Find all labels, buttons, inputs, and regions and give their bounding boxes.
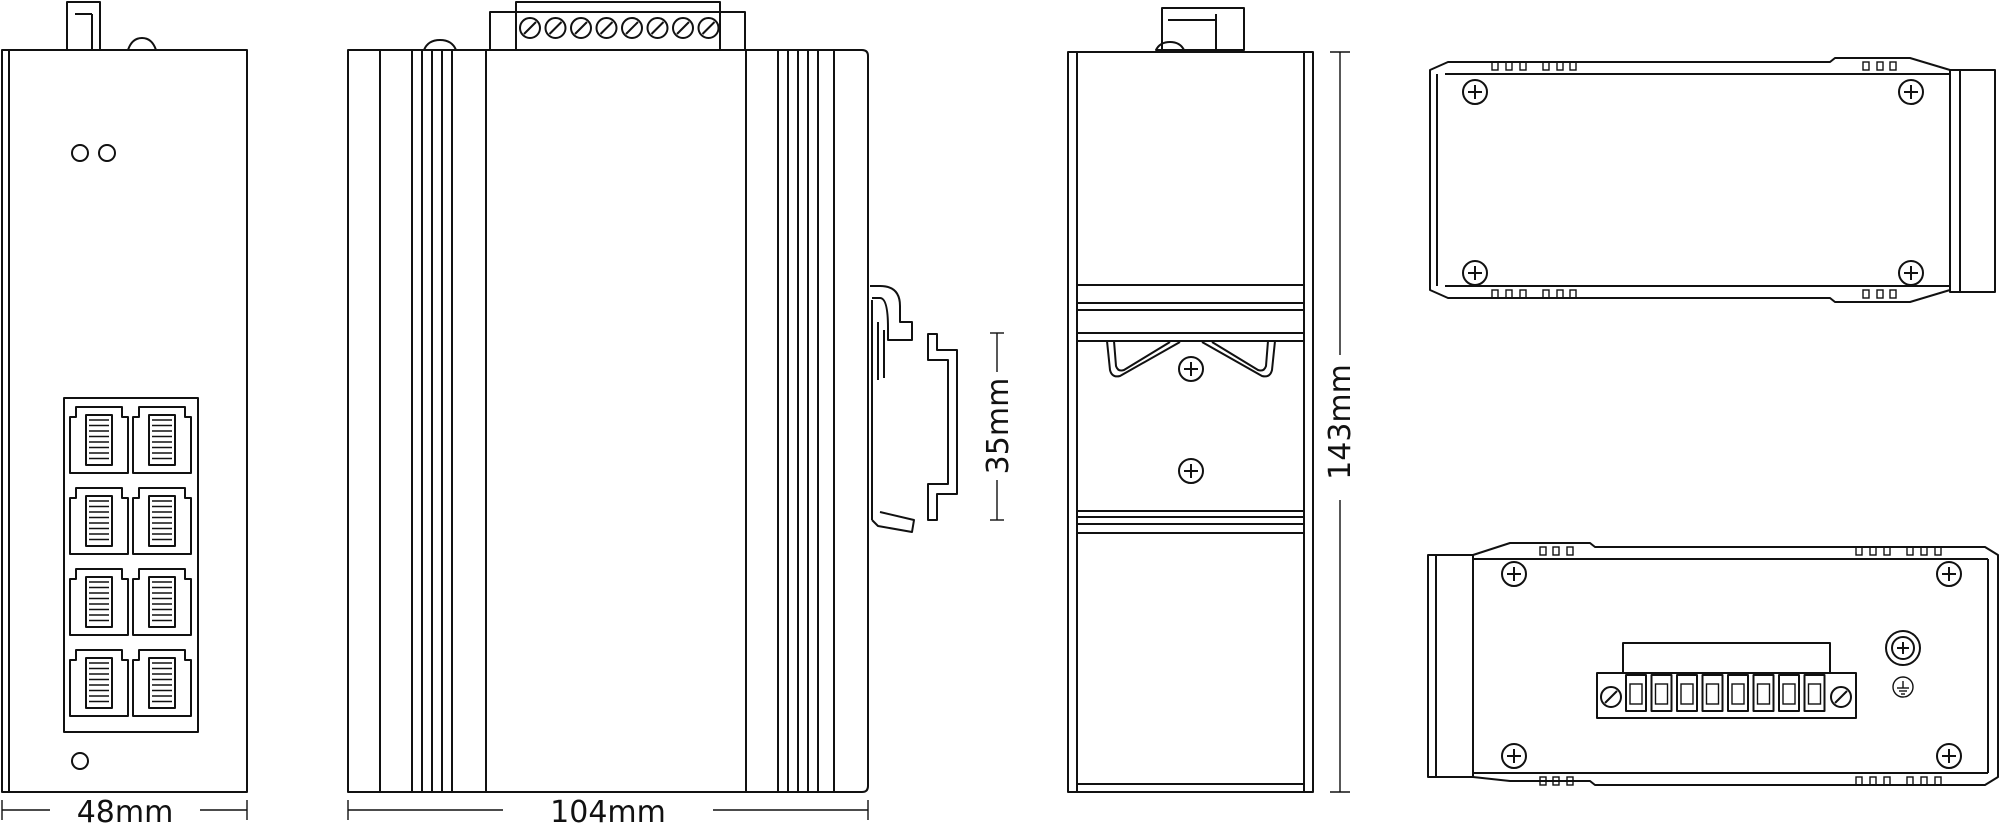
front-top-clip bbox=[66, 1, 157, 51]
screw-icon bbox=[570, 17, 592, 39]
led-indicator bbox=[71, 752, 89, 770]
bottom-terminals bbox=[1600, 674, 1852, 712]
side-ribs bbox=[379, 50, 835, 792]
terminal-slot bbox=[1778, 674, 1800, 712]
rj45-port bbox=[132, 406, 192, 474]
led-indicator bbox=[71, 144, 89, 162]
rj45-port bbox=[69, 649, 129, 717]
screw-icon bbox=[621, 17, 643, 39]
screw-icon bbox=[697, 17, 720, 39]
dimension-side-depth: 104mm bbox=[347, 795, 869, 830]
screw-icon bbox=[1600, 686, 1622, 708]
screw-icon bbox=[1830, 686, 1852, 708]
rj45-port bbox=[132, 487, 192, 555]
screw-icon bbox=[1178, 356, 1204, 382]
led-indicator bbox=[98, 144, 116, 162]
dimension-rail-width: 35mm bbox=[981, 332, 1016, 521]
ground-symbol-icon bbox=[1892, 676, 1914, 698]
dimension-label-104mm: 104mm bbox=[550, 795, 666, 830]
dimension-label-48mm: 48mm bbox=[77, 795, 174, 830]
screw-icon bbox=[1898, 260, 1924, 286]
rj45-port bbox=[132, 649, 192, 717]
side-housing bbox=[347, 49, 869, 793]
bottom-view-housing bbox=[1472, 542, 1999, 786]
screw-icon bbox=[646, 17, 669, 39]
terminal-slot bbox=[1752, 674, 1775, 712]
screw-icon bbox=[519, 17, 541, 39]
din-rail-profile bbox=[927, 333, 958, 521]
dimension-back-height: 143mm bbox=[1323, 51, 1358, 793]
rj45-port bbox=[69, 406, 129, 474]
rj45-port bbox=[132, 568, 192, 636]
rj45-ports bbox=[69, 406, 192, 717]
front-view bbox=[1, 1, 248, 793]
din-mounting-plate bbox=[1076, 284, 1305, 534]
terminal-slot bbox=[1625, 674, 1647, 712]
power-terminal-block bbox=[1622, 642, 1831, 674]
top-view-vents bbox=[1491, 61, 1897, 299]
terminal-slot bbox=[1650, 674, 1673, 712]
screw-icon bbox=[672, 17, 694, 39]
screw-icon bbox=[1501, 561, 1527, 587]
screw-icon bbox=[544, 17, 567, 39]
screw-icon bbox=[1462, 260, 1488, 286]
din-rail-clip bbox=[870, 285, 915, 533]
front-housing bbox=[1, 49, 248, 793]
back-housing bbox=[1067, 51, 1314, 793]
bottom-view-vents bbox=[1539, 546, 1942, 786]
terminal-slot bbox=[1727, 674, 1749, 712]
dimension-front-width: 48mm bbox=[1, 795, 248, 830]
screw-icon bbox=[1501, 743, 1527, 769]
rj45-port-block bbox=[63, 397, 199, 733]
back-view bbox=[1067, 7, 1314, 793]
screw-icon bbox=[1178, 458, 1204, 484]
dimension-label-35mm: 35mm bbox=[981, 378, 1016, 475]
screw-icon bbox=[1936, 743, 1962, 769]
terminal-slot bbox=[1803, 674, 1826, 712]
top-view bbox=[1429, 57, 1996, 303]
bottom-view bbox=[1427, 542, 1999, 786]
screw-icon bbox=[1936, 561, 1962, 587]
dimension-label-143mm: 143mm bbox=[1323, 364, 1358, 480]
top-view-housing bbox=[1429, 57, 1951, 303]
side-view bbox=[347, 1, 958, 793]
screw-icon bbox=[595, 17, 618, 39]
top-terminal-screws bbox=[519, 17, 720, 39]
terminal-slot bbox=[1701, 674, 1724, 712]
screw-icon bbox=[1462, 79, 1488, 105]
terminal-slot bbox=[1676, 674, 1698, 712]
ground-screw-icon bbox=[1885, 630, 1921, 666]
screw-icon bbox=[1898, 79, 1924, 105]
rj45-port bbox=[69, 487, 129, 555]
rj45-port bbox=[69, 568, 129, 636]
